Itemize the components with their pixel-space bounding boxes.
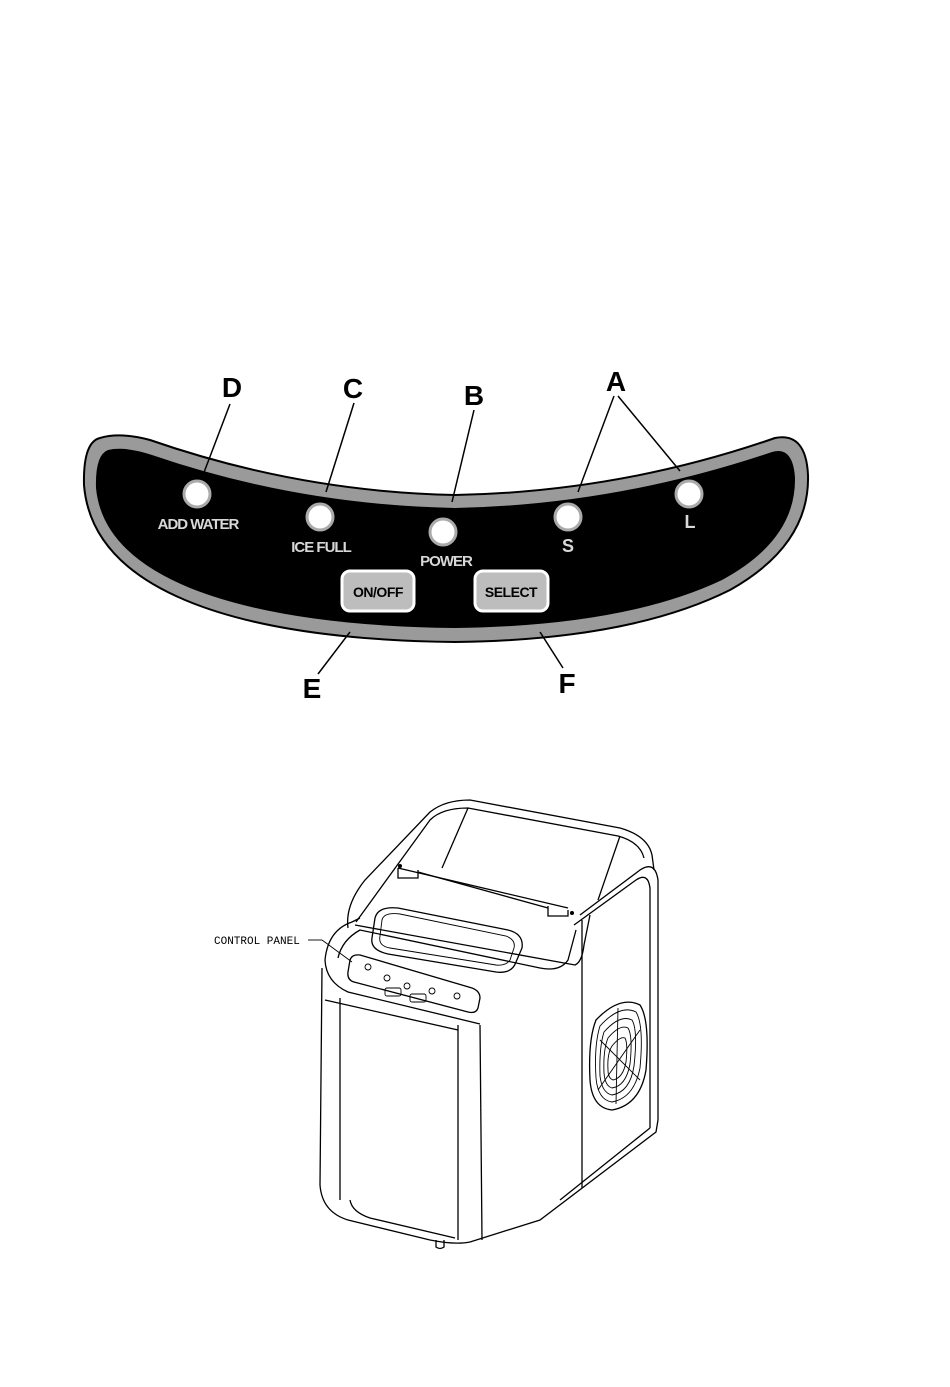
led-ice-full (307, 504, 333, 530)
callout-c: C (343, 373, 363, 404)
select-button[interactable]: SELECT (475, 571, 548, 611)
machine-panel-marks (365, 964, 460, 1002)
on-off-button[interactable]: ON/OFF (342, 571, 414, 611)
callout-e: E (303, 673, 322, 704)
leader-a-s (578, 396, 614, 492)
led-add-water (184, 481, 210, 507)
vent-grille (590, 1002, 648, 1110)
leader-c (326, 403, 354, 492)
on-off-label: ON/OFF (353, 584, 404, 600)
control-panel-text: CONTROL PANEL (214, 936, 300, 948)
control-panel-diagram: ADD WATER ICE FULL POWER S L ON/OFF SELE… (84, 366, 808, 704)
machine-control-panel (348, 955, 480, 1013)
viewing-window (372, 908, 522, 973)
small-size-label: S (562, 536, 574, 556)
callout-d: D (222, 372, 242, 403)
callout-f: F (558, 668, 575, 699)
ice-full-label: ICE FULL (291, 539, 351, 556)
power-label: POWER (420, 553, 473, 570)
led-small (555, 504, 581, 530)
callout-a: A (606, 366, 626, 397)
select-label: SELECT (485, 584, 538, 600)
leader-e (318, 632, 350, 674)
callout-b: B (464, 380, 484, 411)
leader-a-l (618, 396, 680, 471)
large-size-label: L (685, 512, 696, 532)
ice-maker-drawing: CONTROL PANEL (214, 800, 658, 1249)
lid (348, 800, 654, 928)
leader-b (452, 410, 474, 502)
led-large (676, 481, 702, 507)
add-water-label: ADD WATER (158, 516, 240, 533)
led-power (430, 519, 456, 545)
